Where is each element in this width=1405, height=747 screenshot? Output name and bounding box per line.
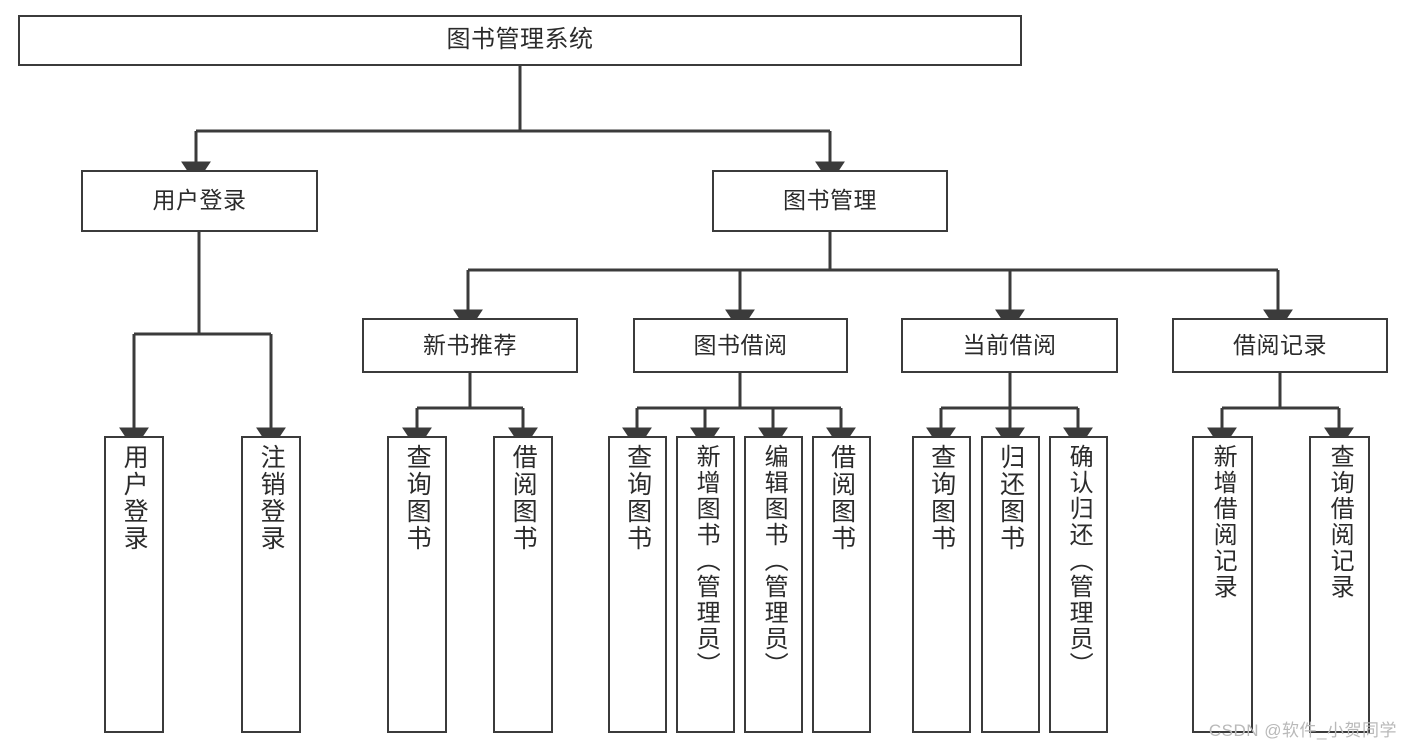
node-borrow-record-label: 借阅记录	[1233, 331, 1327, 358]
leaf-borrow-record-1-label: 新增借阅记录	[1209, 444, 1237, 600]
leaf-user-login-2-label: 注销登录	[257, 444, 286, 552]
leaf-book-borrow-4-label: 借阅图书	[827, 444, 856, 552]
leaf-book-borrow-2[interactable]: 新增图书（管理员）	[676, 436, 735, 733]
leaf-current-borrow-3-label: 确认归还（管理员）	[1065, 444, 1093, 678]
node-new-book-rec[interactable]: 新书推荐	[362, 318, 578, 373]
leaf-current-borrow-2[interactable]: 归还图书	[981, 436, 1040, 733]
leaf-new-book-rec-1[interactable]: 查询图书	[387, 436, 447, 733]
leaf-user-login-2[interactable]: 注销登录	[241, 436, 301, 733]
node-current-borrow-label: 当前借阅	[962, 331, 1057, 358]
leaf-current-borrow-1[interactable]: 查询图书	[912, 436, 971, 733]
node-current-borrow[interactable]: 当前借阅	[901, 318, 1118, 373]
leaf-current-borrow-3[interactable]: 确认归还（管理员）	[1049, 436, 1108, 733]
leaf-book-borrow-3-label: 编辑图书（管理员）	[760, 444, 788, 678]
node-new-book-rec-label: 新书推荐	[423, 331, 517, 358]
leaf-new-book-rec-1-label: 查询图书	[403, 444, 432, 552]
node-user-login-label: 用户登录	[152, 187, 247, 214]
node-borrow-record[interactable]: 借阅记录	[1172, 318, 1388, 373]
node-user-login[interactable]: 用户登录	[81, 170, 318, 232]
leaf-user-login-1[interactable]: 用户登录	[104, 436, 164, 733]
node-book-manage-label: 图书管理	[783, 187, 877, 214]
node-book-manage[interactable]: 图书管理	[712, 170, 948, 232]
leaf-current-borrow-2-label: 归还图书	[996, 444, 1025, 552]
leaf-book-borrow-4[interactable]: 借阅图书	[812, 436, 871, 733]
node-book-borrow-label: 图书借阅	[693, 331, 788, 358]
leaf-borrow-record-1[interactable]: 新增借阅记录	[1192, 436, 1253, 733]
node-root-label: 图书管理系统	[446, 26, 594, 54]
leaf-book-borrow-1[interactable]: 查询图书	[608, 436, 667, 733]
leaf-book-borrow-3[interactable]: 编辑图书（管理员）	[744, 436, 803, 733]
leaf-new-book-rec-2[interactable]: 借阅图书	[493, 436, 553, 733]
leaf-borrow-record-2-label: 查询借阅记录	[1326, 444, 1354, 600]
leaf-current-borrow-1-label: 查询图书	[927, 444, 956, 552]
leaf-user-login-1-label: 用户登录	[120, 444, 149, 552]
leaf-borrow-record-2[interactable]: 查询借阅记录	[1309, 436, 1370, 733]
csdn-watermark: CSDN @软件_小贺同学	[1208, 721, 1397, 740]
leaf-book-borrow-1-label: 查询图书	[623, 444, 652, 552]
leaf-book-borrow-2-label: 新增图书（管理员）	[692, 444, 720, 678]
node-book-borrow[interactable]: 图书借阅	[633, 318, 848, 373]
node-root[interactable]: 图书管理系统	[18, 15, 1022, 66]
leaf-new-book-rec-2-label: 借阅图书	[509, 444, 538, 552]
